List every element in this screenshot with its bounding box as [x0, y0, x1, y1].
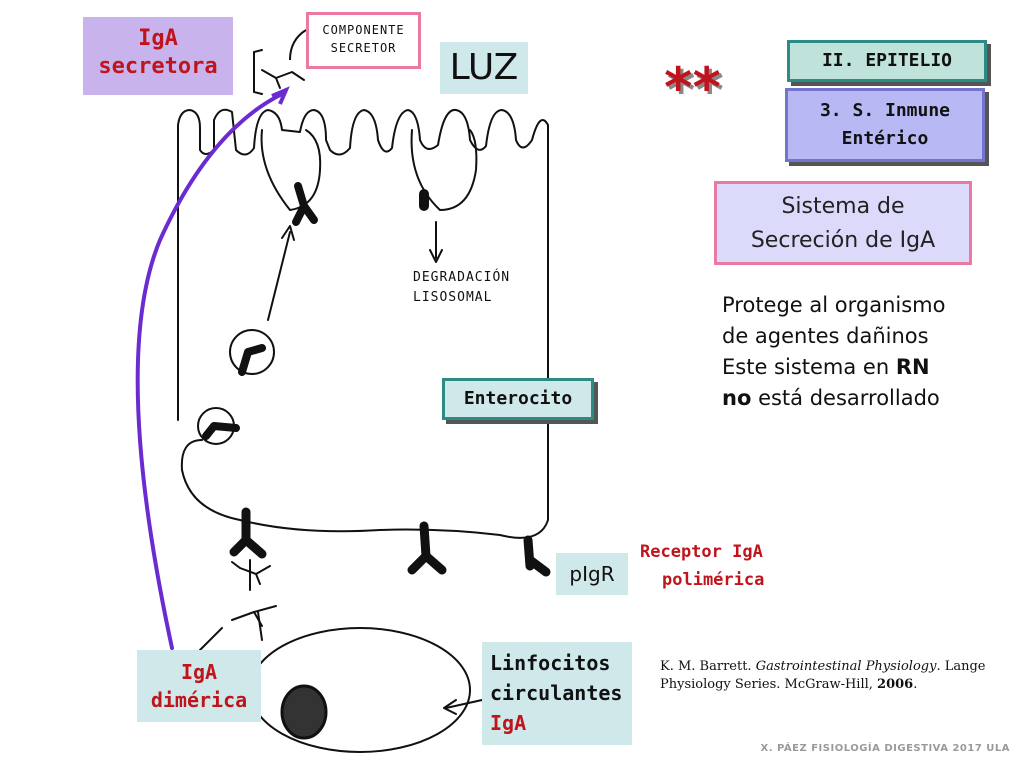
arrow-linfocitos-head	[443, 699, 457, 715]
iga-molecule-2	[231, 605, 277, 627]
arrow-plasma-1	[257, 611, 263, 641]
transcytosis-pathway	[135, 92, 284, 650]
componente-arrow	[289, 29, 307, 61]
arrow-linfocitos	[445, 699, 483, 709]
footer: X. PÁEZ FISIOLOGÍA DIGESTIVA 2017 ULA	[760, 743, 1010, 754]
apical-vesicle	[260, 129, 322, 211]
pigr-label: pIgR	[556, 553, 628, 595]
pigr-receptor-1	[229, 507, 267, 559]
iga-molecule-1	[231, 561, 271, 585]
title-box: Sistema de Secreción de IgA	[714, 181, 972, 265]
vesicle-middle	[229, 329, 275, 375]
luz-label: LUZ	[440, 42, 528, 94]
pigr-receptor-2	[407, 521, 447, 575]
plasma-cell	[249, 627, 471, 753]
transcytosis-pathway-head	[271, 86, 290, 105]
arrow-up-1-head	[281, 225, 295, 241]
degradacion-lisosomal-label: DEGRADACIÓN LISOSOMAL	[413, 270, 511, 305]
arrow-plasma-3	[199, 627, 223, 651]
pigr-receptor-vesicle-1	[292, 182, 318, 226]
receptor-label: Receptor IgA polimérica	[640, 542, 765, 590]
plasma-cell-nucleus	[280, 684, 328, 740]
stars-mark: **	[662, 56, 723, 119]
iga-secretora-label: IgA secretora	[83, 17, 233, 95]
enterocito-badge: Enterocito	[442, 378, 594, 420]
description: Protege al organismo de agentes dañinos …	[722, 293, 946, 410]
lysosomal-vesicle	[410, 129, 478, 211]
iga-molecule-top	[261, 69, 305, 89]
linfocitos-label: Linfocitos circulantes IgA	[482, 642, 632, 745]
componente-secretor-label: COMPONENTE SECRETOR	[306, 12, 421, 69]
arrow-up-1	[267, 231, 291, 321]
bracket	[253, 49, 263, 95]
sistema-inmune-badge: 3. S. Inmune Entérico	[785, 88, 985, 162]
epitelio-badge: II. EPITELIO	[787, 40, 987, 82]
pigr-receptor-vesicle-2	[238, 344, 266, 376]
iga-dimerica-label: IgA dimérica	[137, 650, 261, 722]
reference: K. M. Barrett. Gastrointestinal Physiolo…	[660, 659, 986, 692]
pigr-receptor-vesicle-3	[202, 422, 240, 440]
pigr-receptor-3	[523, 535, 551, 577]
arrow-degradacion-head	[429, 249, 443, 263]
enterocyte-outline	[177, 108, 549, 539]
